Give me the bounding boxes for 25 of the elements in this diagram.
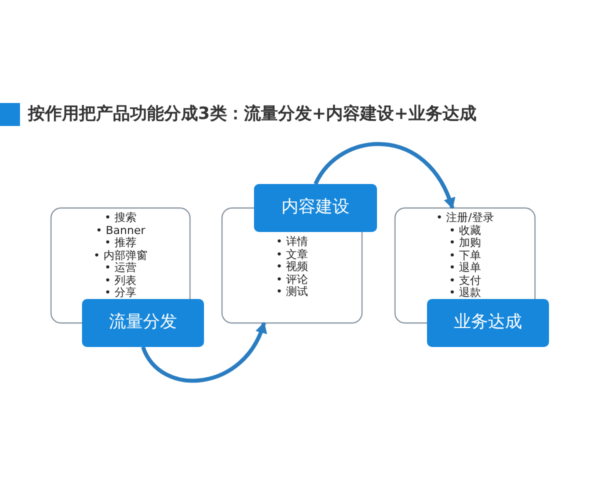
list-item: • 文章	[276, 248, 308, 260]
category-heading: 流量分发	[82, 299, 204, 347]
list-item: • 内部弹窗	[94, 248, 148, 262]
list-item: • 测试	[276, 285, 308, 298]
list-item: • 分享	[104, 286, 136, 299]
list-item: • 退单	[449, 261, 481, 274]
list-item: • 收藏	[449, 224, 481, 236]
title: 按作用把产品功能分成3类：流量分发+内容建设+业务达成	[28, 103, 476, 126]
list-item: • 评论	[276, 272, 308, 286]
list-item: • Banner	[96, 224, 146, 236]
list-item: • 注册/登录	[436, 211, 494, 224]
curved-arrow	[141, 322, 266, 383]
list-item: • 列表	[104, 274, 136, 286]
list-item: • 退款	[449, 286, 481, 299]
list-item: • 搜索	[104, 211, 136, 224]
list-item: • 运营	[104, 261, 136, 274]
list-item: • 支付	[449, 274, 481, 286]
list-item: • 推荐	[104, 236, 136, 249]
list-item: • 视频	[276, 260, 308, 273]
list-item: • 下单	[449, 248, 481, 262]
curved-arrow	[314, 142, 454, 209]
category-heading: 内容建设	[254, 184, 377, 232]
category-heading: 业务达成	[427, 299, 549, 347]
list-item: • 详情	[276, 235, 308, 248]
list-item: • 加购	[449, 236, 481, 249]
